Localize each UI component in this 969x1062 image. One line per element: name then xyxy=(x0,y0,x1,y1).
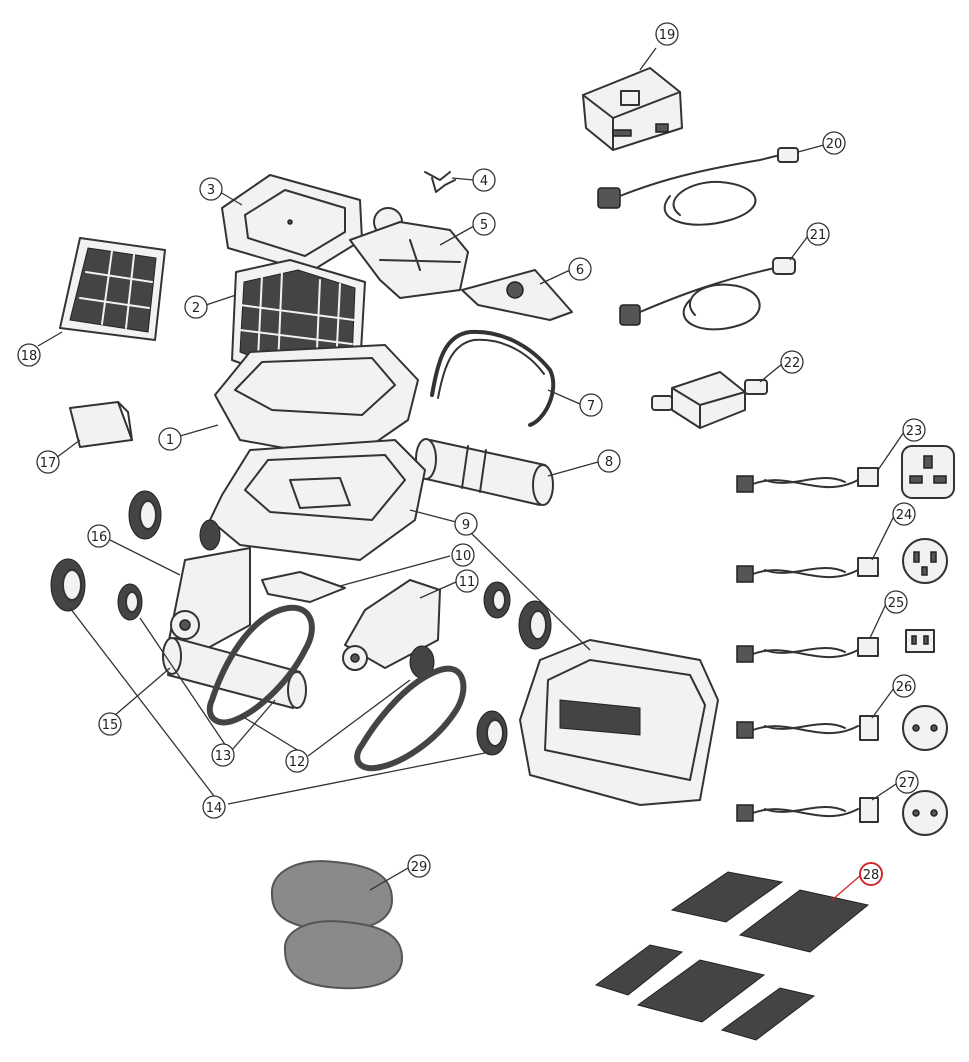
svg-text:26: 26 xyxy=(896,680,913,695)
part-chassis xyxy=(209,439,426,561)
callout-10: 10 xyxy=(451,543,475,567)
part-tracks xyxy=(206,604,467,772)
svg-text:18: 18 xyxy=(21,349,38,364)
part-top-lid xyxy=(221,174,363,273)
part-brush-strips xyxy=(594,871,870,1041)
callout-3: 3 xyxy=(199,177,223,201)
svg-text:8: 8 xyxy=(605,455,613,470)
svg-text:4: 4 xyxy=(480,174,488,189)
callout-14: 14 xyxy=(202,795,226,819)
callout-20: 20 xyxy=(822,131,846,155)
svg-text:12: 12 xyxy=(289,755,306,770)
callouts: 1 2 3 4 5 6 7 8 9 10 11 12 13 14 15 16 1… xyxy=(17,22,926,886)
callout-2: 2 xyxy=(184,295,208,319)
part-front-roller xyxy=(162,637,307,709)
power-cord-eu-2 xyxy=(736,790,948,836)
callout-5: 5 xyxy=(472,212,496,236)
svg-text:29: 29 xyxy=(411,860,428,875)
part-power-supply xyxy=(582,67,683,151)
svg-text:25: 25 xyxy=(888,596,905,611)
callout-15: 15 xyxy=(98,712,122,736)
svg-text:6: 6 xyxy=(576,263,584,278)
callout-21: 21 xyxy=(806,222,830,246)
svg-text:16: 16 xyxy=(91,530,108,545)
svg-text:28: 28 xyxy=(863,868,880,883)
svg-text:1: 1 xyxy=(166,433,174,448)
callout-1: 1 xyxy=(158,427,182,451)
svg-text:7: 7 xyxy=(587,399,595,414)
svg-text:15: 15 xyxy=(102,718,119,733)
part-extension-cable xyxy=(619,257,796,331)
part-right-side-housing xyxy=(342,579,441,671)
svg-text:17: 17 xyxy=(40,456,57,471)
svg-text:20: 20 xyxy=(826,137,843,152)
svg-text:21: 21 xyxy=(810,228,827,243)
callout-18: 18 xyxy=(17,343,41,367)
callout-27: 27 xyxy=(895,770,919,794)
part-fine-filter-panel xyxy=(59,237,166,341)
part-wheels xyxy=(50,490,552,756)
part-swivel-connector xyxy=(651,371,768,429)
part-clip xyxy=(424,171,456,193)
svg-text:22: 22 xyxy=(784,356,801,371)
svg-text:14: 14 xyxy=(206,801,223,816)
callout-22: 22 xyxy=(780,350,804,374)
callout-4: 4 xyxy=(472,168,496,192)
part-sponges xyxy=(270,860,404,990)
callout-7: 7 xyxy=(579,393,603,417)
svg-text:2: 2 xyxy=(192,301,200,316)
callout-9: 9 xyxy=(454,512,478,536)
svg-text:27: 27 xyxy=(899,776,916,791)
svg-text:11: 11 xyxy=(459,575,476,590)
callout-26: 26 xyxy=(892,674,916,698)
callout-29: 29 xyxy=(407,854,431,878)
svg-text:23: 23 xyxy=(906,424,923,439)
svg-text:19: 19 xyxy=(659,28,676,43)
callout-8: 8 xyxy=(597,449,621,473)
power-cord-eu-1 xyxy=(736,705,948,751)
part-top-shell xyxy=(214,344,419,461)
callout-25: 25 xyxy=(884,590,908,614)
callout-6: 6 xyxy=(568,257,592,281)
callout-23: 23 xyxy=(902,418,926,442)
power-cord-uk xyxy=(736,445,955,499)
part-brush-roller xyxy=(415,438,554,506)
callout-17: 17 xyxy=(36,450,60,474)
part-bottom-base xyxy=(519,639,719,806)
svg-text:9: 9 xyxy=(462,518,470,533)
svg-text:5: 5 xyxy=(480,218,488,233)
callout-11: 11 xyxy=(455,569,479,593)
power-cord-au xyxy=(736,538,948,584)
callout-24: 24 xyxy=(892,502,916,526)
part-impeller-plate xyxy=(461,269,573,321)
callout-12: 12 xyxy=(285,749,309,773)
svg-text:3: 3 xyxy=(207,183,215,198)
callout-16: 16 xyxy=(87,524,111,548)
callout-28: 28 xyxy=(859,862,883,886)
part-sensor-plate xyxy=(261,571,346,603)
part-small-wheels xyxy=(117,519,511,679)
svg-text:24: 24 xyxy=(896,508,913,523)
svg-text:10: 10 xyxy=(455,549,472,564)
part-power-cords xyxy=(736,445,955,836)
callout-13: 13 xyxy=(211,743,235,767)
power-cord-us xyxy=(736,629,935,663)
part-float-block xyxy=(69,401,133,448)
svg-text:13: 13 xyxy=(215,749,232,764)
part-handle xyxy=(430,329,556,427)
part-floating-cable xyxy=(597,147,799,226)
leader-lines xyxy=(37,47,905,901)
part-motor-unit xyxy=(349,207,469,299)
callout-19: 19 xyxy=(655,22,679,46)
